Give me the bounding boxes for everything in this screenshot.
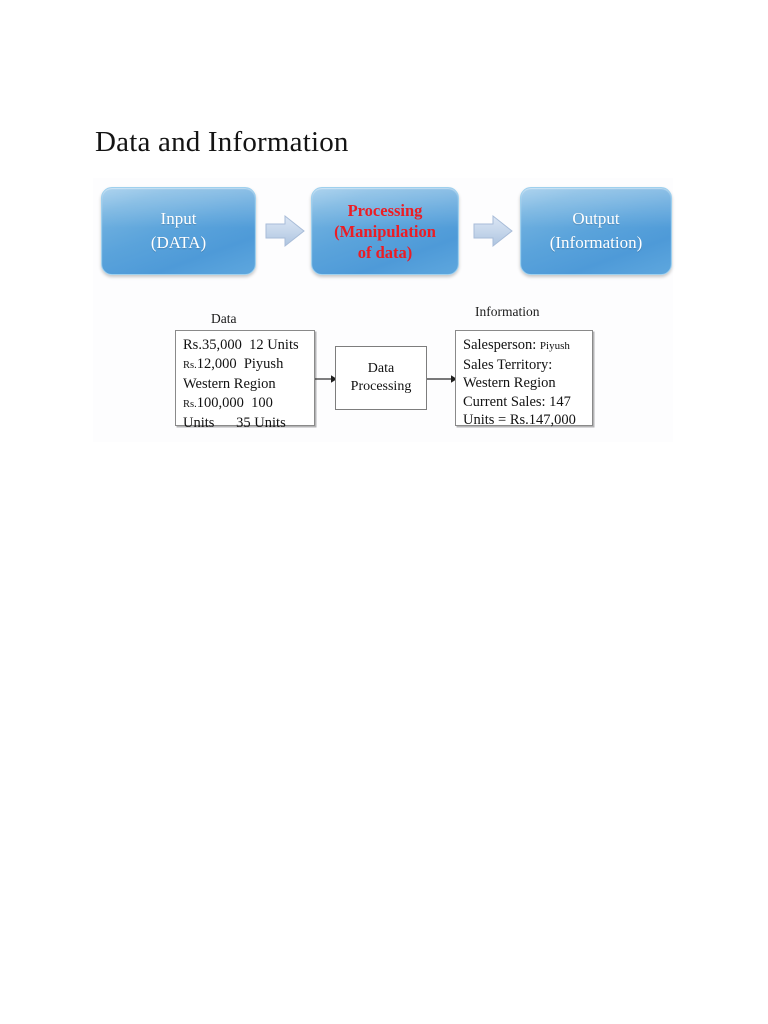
data-processing-line: Processing <box>350 379 412 394</box>
information-box-line: Current Sales: 147 <box>463 393 571 410</box>
data-box: Rs.35,000 12 Units Rs.12,000 Piyush West… <box>175 330 315 431</box>
information-box-line: Units = Rs.147,000 <box>463 412 576 428</box>
data-box-line: Rs.100,000 100 <box>183 394 273 411</box>
flow-box-input[interactable]: Input (DATA) <box>101 187 256 275</box>
data-processing-box: Data Processing <box>335 346 427 410</box>
arrow-processing-to-output-icon <box>473 214 513 248</box>
data-box-line: Western Region <box>183 376 276 392</box>
information-box-line: Sales Territory: <box>463 356 553 373</box>
flow-box-input-line2: (DATA) <box>150 233 207 252</box>
information-caption: Information <box>475 304 540 319</box>
data-box-line: Rs.12,000 Piyush <box>183 355 284 372</box>
flow-box-output[interactable]: Output (Information) <box>520 187 672 275</box>
data-box-line: Units 35 Units <box>183 415 286 431</box>
flow-box-output-line2: (Information) <box>549 233 643 252</box>
flow-box-input-line1: Input <box>160 209 197 228</box>
flow-box-processing[interactable]: Processing (Manipulation of data) <box>311 187 459 275</box>
flow-box-processing-line3: of data) <box>357 242 413 262</box>
data-caption: Data <box>211 311 237 326</box>
arrow-input-to-processing-icon <box>265 214 305 248</box>
connector-data-to-processing-icon <box>315 372 337 384</box>
flow-box-processing-line2: (Manipulation <box>334 221 436 241</box>
data-processing-line: Data <box>367 361 395 376</box>
flow-box-output-line1: Output <box>572 209 620 228</box>
page-title: Data and Information <box>95 126 349 158</box>
connector-processing-to-information-icon <box>427 372 457 384</box>
information-box-line: Western Region <box>463 375 556 391</box>
diagram-panel: Input (DATA) Processing (Manipulation of… <box>93 178 673 442</box>
information-box: Salesperson: Piyush Sales Territory: Wes… <box>455 330 593 428</box>
flow-box-processing-line1: Processing <box>347 200 423 220</box>
data-box-line: Rs.35,000 12 Units <box>183 337 299 353</box>
information-box-line: Salesperson: Piyush <box>463 337 570 353</box>
